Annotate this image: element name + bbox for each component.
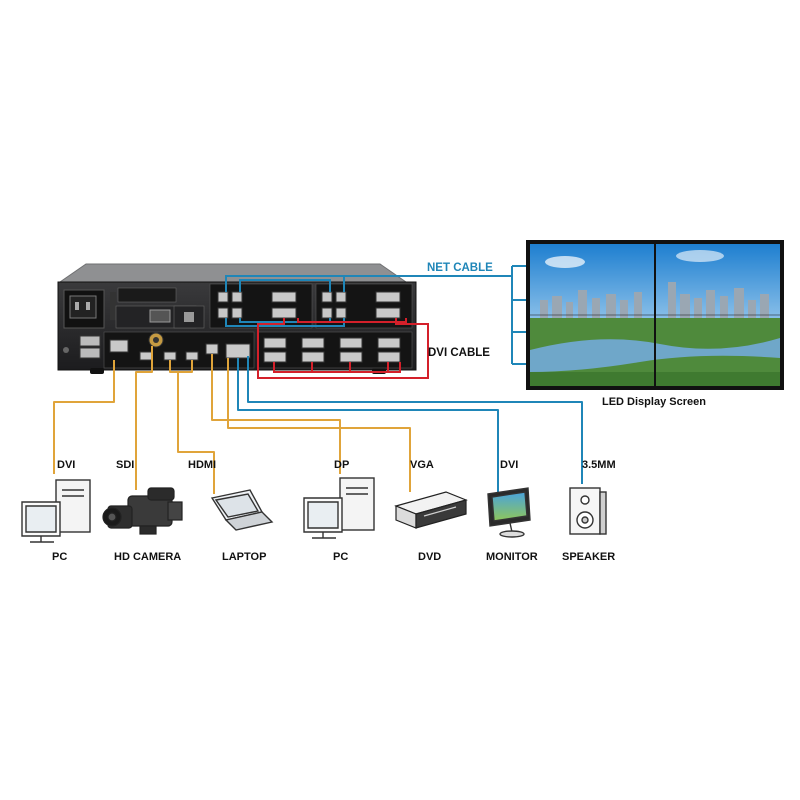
monitor-icon	[487, 487, 531, 538]
cable-label-dvd: VGA	[410, 459, 434, 471]
dvd-player-icon	[394, 491, 468, 529]
led-display-screen	[526, 240, 784, 390]
led-display-caption: LED Display Screen	[602, 396, 706, 408]
device-label-monitor: MONITOR	[486, 551, 538, 563]
dvi-cable-label: DVI CABLE	[428, 347, 490, 359]
laptop-icon	[210, 489, 274, 531]
video-camera-icon	[102, 487, 183, 535]
power-socket	[63, 289, 116, 329]
device-label-speaker: SPEAKER	[562, 551, 615, 563]
device-label-laptop: LAPTOP	[222, 551, 266, 563]
device-label-pc-2: PC	[333, 551, 348, 563]
speaker-icon	[569, 487, 607, 535]
cable-label-laptop: HDMI	[188, 459, 216, 471]
cable-label-monitor: DVI	[500, 459, 518, 471]
device-label-pc-1: PC	[52, 551, 67, 563]
input-card	[103, 331, 255, 369]
desktop-pc-icon	[21, 479, 91, 543]
input-cables	[53, 346, 583, 494]
net-cable-label: NET CABLE	[427, 262, 493, 274]
cable-label-speaker: 3.5MM	[582, 459, 616, 471]
cable-label-pc-1: DVI	[57, 459, 75, 471]
cable-label-hd-camera: SDI	[116, 459, 134, 471]
cable-label-pc-2: DP	[334, 459, 349, 471]
device-label-hd-camera: HD CAMERA	[114, 551, 181, 563]
video-processor	[57, 263, 417, 374]
dvi-cables	[257, 318, 429, 379]
desktop-pc-icon	[303, 477, 375, 539]
dvi-output-card	[257, 331, 413, 369]
device-label-dvd: DVD	[418, 551, 441, 563]
